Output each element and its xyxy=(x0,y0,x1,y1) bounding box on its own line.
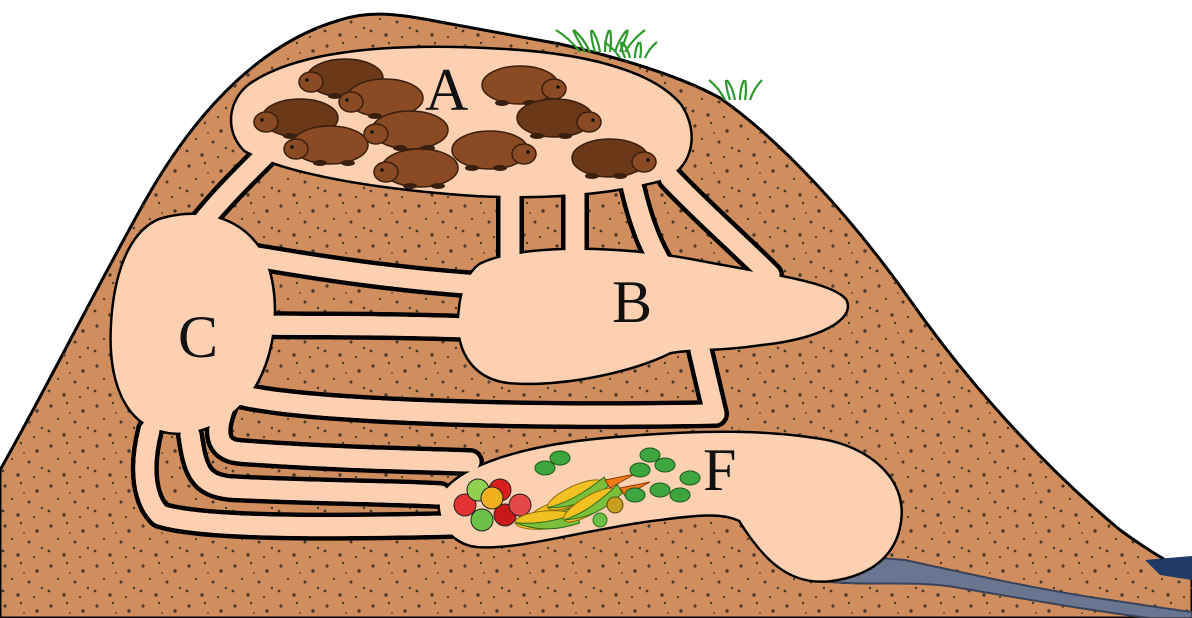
chamber-c-label: C xyxy=(178,304,218,370)
chamber-a-label: A xyxy=(425,57,468,123)
chamber-f-label: F xyxy=(703,437,736,503)
tunnel-passage-core xyxy=(260,325,465,328)
chamber-b-label: B xyxy=(612,269,652,335)
